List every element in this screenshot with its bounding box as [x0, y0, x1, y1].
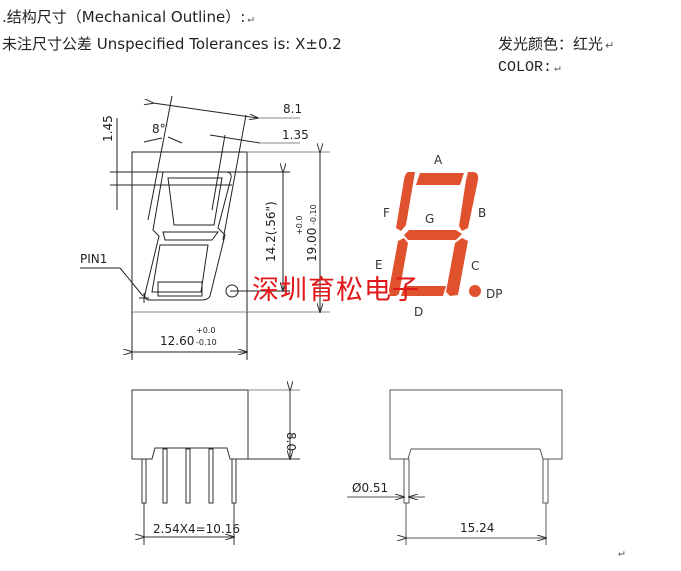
return-mark-icon: ↵	[605, 39, 615, 52]
mechanical-outline-heading: .结构尺寸（Mechanical Outline）:↵	[2, 6, 254, 27]
dim-body-height: 19.00	[305, 228, 319, 262]
segment-b	[459, 172, 479, 231]
dim-digit-height: 14.2(.56")	[264, 201, 278, 262]
dim-pin-pitch: 2.54X4=10.16	[153, 522, 240, 536]
dim-body-width: 12.60	[160, 334, 194, 348]
label-g: G	[425, 212, 434, 226]
tolerance-text: 未注尺寸公差 Unspecified Tolerances is: X±0.2	[2, 35, 342, 53]
segment-diagram	[389, 172, 481, 297]
return-mark-icon: ↵	[247, 14, 254, 26]
label-d: D	[414, 305, 423, 319]
dim-body-width-tol-minus: -0.10	[196, 338, 217, 347]
return-mark-icon: ↵	[618, 548, 625, 560]
segment-e	[389, 238, 408, 296]
tolerance-note: 未注尺寸公差 Unspecified Tolerances is: X±0.2	[2, 33, 342, 54]
emit-color-cn-text: 发光颜色：红光	[498, 35, 604, 53]
segment-c	[446, 238, 468, 296]
side-view	[131, 390, 300, 545]
emit-color-cn: 发光颜色：红光↵	[498, 33, 614, 54]
segment-d	[401, 286, 446, 296]
label-dp: DP	[486, 287, 502, 301]
end-view	[347, 389, 563, 545]
dim-body-height-tol-plus: +0.0	[295, 216, 304, 235]
emit-color-en: COLOR:↵	[498, 59, 561, 76]
watermark-brand: 深圳育松电子	[252, 275, 420, 306]
label-e: E	[375, 258, 383, 272]
heading-text: .结构尺寸（Mechanical Outline）:	[2, 8, 246, 26]
dim-body-width-tol-plus: +0.0	[196, 326, 215, 335]
segment-g	[404, 230, 462, 240]
label-b: B	[478, 206, 486, 220]
label-a: A	[434, 153, 443, 167]
dim-side-height: 8.0	[284, 432, 298, 451]
pin1-label: PIN1	[80, 252, 107, 266]
return-mark-icon: ↵	[554, 63, 561, 75]
dim-row-spacing: 15.24	[460, 521, 494, 535]
dim-top-offset: 1.45	[101, 115, 115, 142]
segment-dp	[469, 285, 481, 297]
dim-top-width: 8.1	[283, 102, 302, 116]
dim-slant-angle: 8°	[152, 122, 166, 136]
front-view	[80, 95, 330, 360]
label-f: F	[383, 206, 390, 220]
emit-color-en-text: COLOR:	[498, 59, 553, 76]
dim-segment-width: 1.35	[282, 128, 309, 142]
dim-pin-diameter: Ø0.51	[352, 481, 388, 495]
label-c: C	[471, 259, 479, 273]
dim-body-height-tol-minus: -0.10	[309, 204, 318, 225]
segment-a	[416, 173, 464, 185]
segment-f	[396, 172, 415, 231]
